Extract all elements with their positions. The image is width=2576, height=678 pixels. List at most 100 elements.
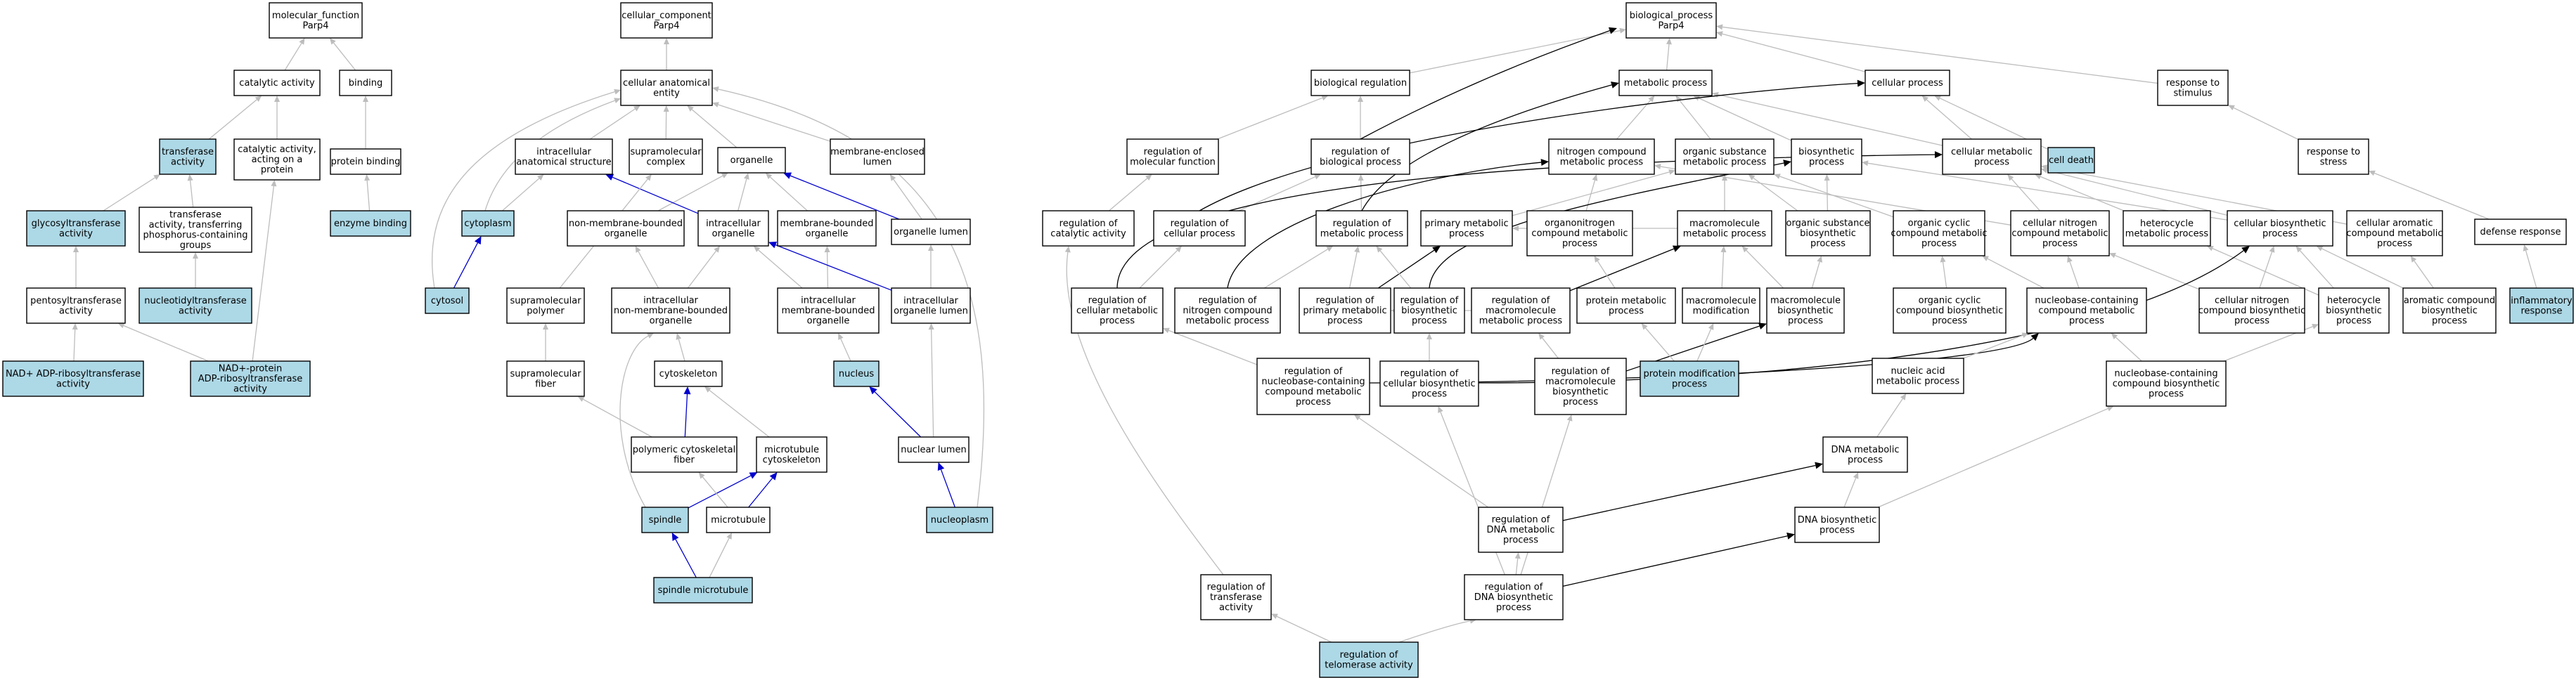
node-box <box>339 70 392 96</box>
node-label-line: regulation of <box>1485 582 1543 593</box>
edge-mmod-to-mmp <box>1720 246 1727 289</box>
node-cyto: cytoplasm <box>461 210 515 237</box>
node-label-line: supramolecular <box>630 147 702 157</box>
edge-rcmp-to-rcp <box>1139 246 1182 289</box>
node-label-line: process <box>1503 535 1538 546</box>
edge-inmbo-to-io <box>687 246 720 289</box>
node-box <box>1256 358 1370 415</box>
node-box <box>777 210 877 247</box>
node-box <box>697 210 769 247</box>
node-label-line: enzyme binding <box>334 219 407 229</box>
node-label-line: biosynthetic <box>1798 147 1855 157</box>
edge-rts-to-bp <box>1716 24 2158 84</box>
node-label-line: biosynthetic <box>1777 306 1834 316</box>
node-breg: biological regulation <box>1310 70 1410 96</box>
node-label-line: response <box>2520 306 2562 316</box>
node-box <box>506 287 585 324</box>
edge-rmmp-to-mmp <box>1569 245 1682 292</box>
node-label-line: process <box>1672 379 1707 389</box>
node-box <box>1766 287 1845 334</box>
node-box <box>1464 574 1564 620</box>
node-label-line: fiber <box>674 455 695 465</box>
edge-rta-to-rca <box>1064 246 1224 575</box>
node-box <box>1071 287 1164 334</box>
edge-dnabp-to-nccbp <box>1877 405 2114 508</box>
node-box <box>629 138 703 175</box>
edge-namp-to-nccmp <box>1963 332 2029 359</box>
node-label-line: cytoplasm <box>464 219 511 229</box>
node-spmt: spindle microtubule <box>653 577 753 604</box>
node-label-line: catalytic activity, <box>238 145 316 155</box>
node-box <box>1872 358 1964 394</box>
node-label-line: nucleobase-containing <box>2035 296 2138 306</box>
node-label-line: pentosyltransferase <box>30 296 122 306</box>
node-label-line: supramolecular <box>510 296 581 306</box>
node-label-line: primary metabolic <box>1424 219 1508 229</box>
node-box <box>777 287 880 334</box>
edge-cae-to-cc <box>664 38 669 70</box>
node-label-line: cellular_component <box>622 11 711 21</box>
edge-oncmp-to-ncmp <box>1585 174 1598 211</box>
node-box <box>190 360 311 397</box>
node-label-line: activity <box>59 228 93 239</box>
edge-occmp-to-osmp <box>1773 174 1894 218</box>
node-label-line: cellular metabolic <box>1076 306 1158 316</box>
node-label-line: protein metabolic <box>1586 296 1667 306</box>
node-label-line: biological process <box>1320 157 1401 167</box>
node-label-line: process <box>1412 316 1447 327</box>
node-label-line: process <box>1932 316 1967 327</box>
edge-rncmp-to-ncmp <box>1227 159 1549 289</box>
node-label-line: cellular metabolic <box>1951 147 2033 157</box>
node-label-line: cytoskeleton <box>659 369 718 379</box>
node-label-line: process <box>1496 603 1531 613</box>
edge-cbp-to-cmp <box>2041 167 2228 216</box>
node-box <box>139 207 252 253</box>
node-label-line: organelle <box>730 155 773 166</box>
node-box <box>1174 287 1281 334</box>
node-label-line: activity <box>59 306 93 316</box>
node-box <box>2474 219 2567 245</box>
node-org: organelle <box>717 147 786 174</box>
node-label-line: macromolecule <box>1770 296 1841 306</box>
node-cp: cellular process <box>1865 70 1950 96</box>
edge-mt-to-pcf <box>698 472 728 508</box>
node-nadprot: NAD+-proteinADP-ribosyltransferaseactivi… <box>190 360 311 397</box>
edge-rdnamp-to-rnccmp <box>1353 415 1489 508</box>
node-box <box>330 148 401 175</box>
node-box <box>567 210 685 247</box>
edge-pento-to-glyco <box>73 246 79 288</box>
node-label-line: acting on a <box>252 155 303 165</box>
node-label-line: DNA biosynthetic <box>1474 592 1553 603</box>
node-label-line: regulation of <box>1340 650 1398 660</box>
node-label-line: cytosol <box>431 296 463 306</box>
node-label-line: modification <box>1693 306 1750 316</box>
edge-rpmp-to-pmp <box>1377 246 1441 289</box>
edges-layer <box>72 24 2537 643</box>
node-inmbo: intracellularnon-membrane-boundedorganel… <box>611 287 730 334</box>
edge-inflam-to-defresp <box>2523 245 2537 289</box>
node-box <box>2346 210 2443 256</box>
node-box <box>641 507 689 533</box>
node-label-line: process <box>1788 316 1823 327</box>
node-label-line: Parp4 <box>1658 20 1684 31</box>
node-label-line: metabolic process <box>1320 228 1404 239</box>
node-label-line: catalytic activity <box>239 78 315 89</box>
node-label-line: process <box>2234 316 2269 327</box>
node-label-line: molecular_function <box>272 11 359 21</box>
node-label-line: regulation of <box>1144 147 1202 157</box>
